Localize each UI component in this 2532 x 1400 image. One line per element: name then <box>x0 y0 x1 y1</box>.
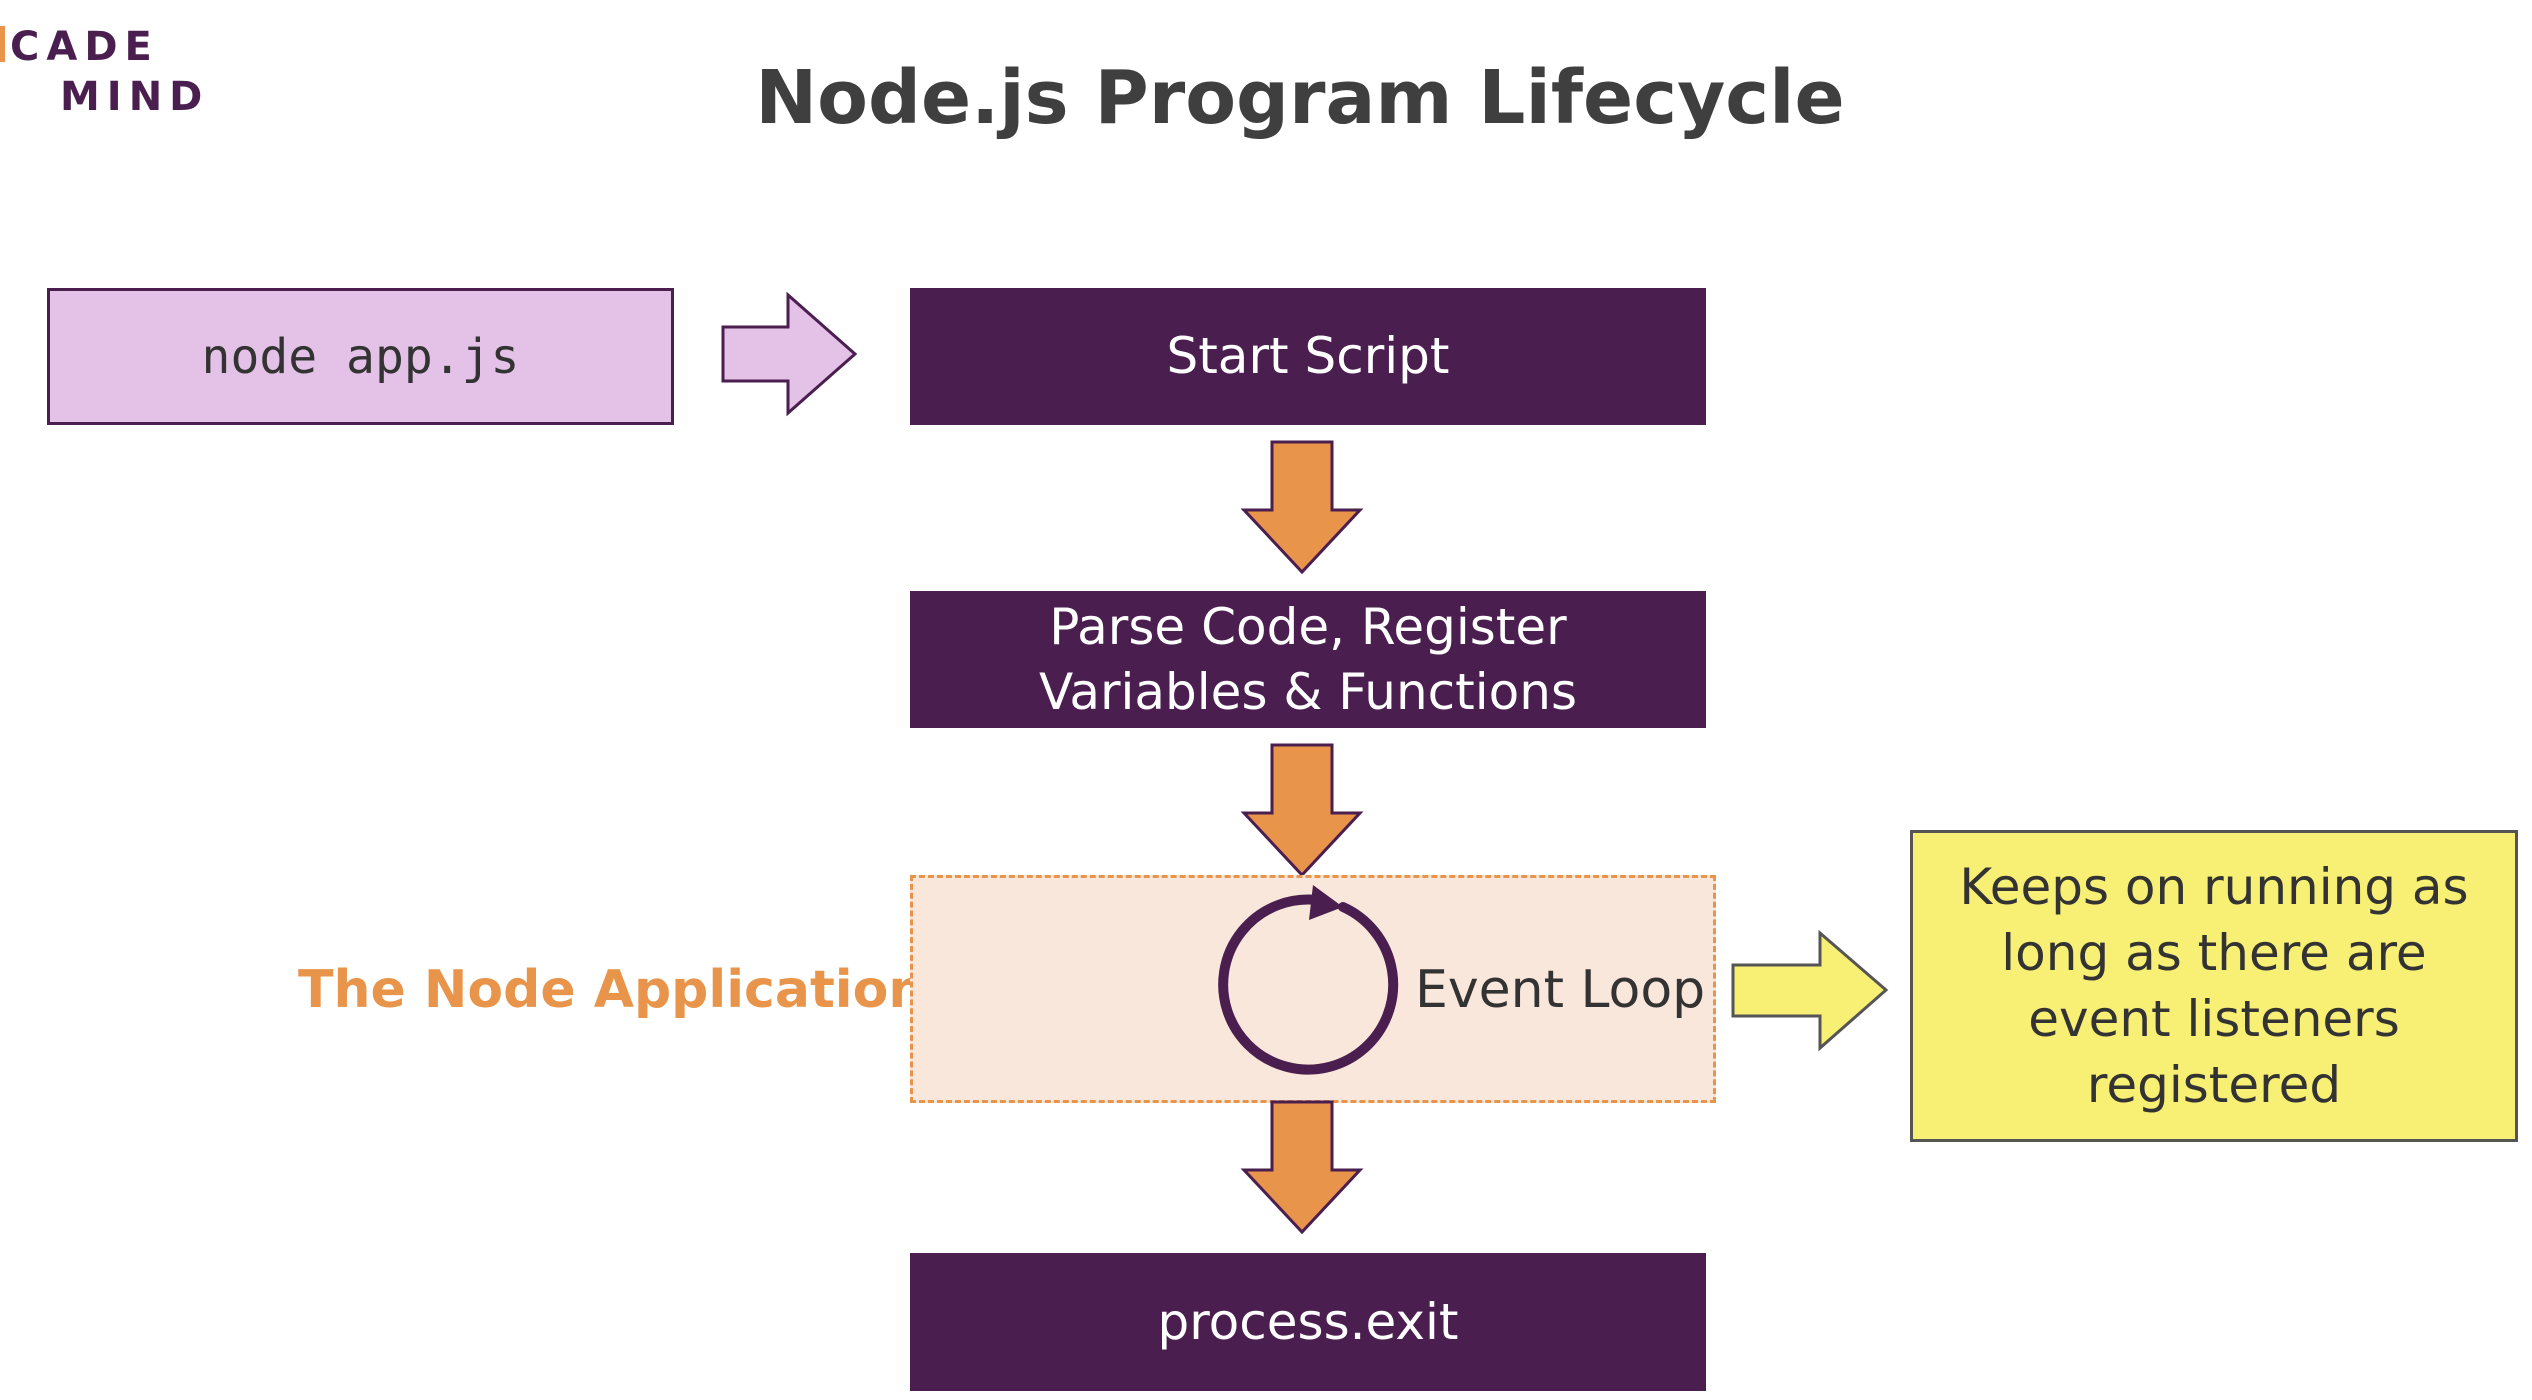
arrow-down-3 <box>1240 1100 1364 1235</box>
arrow-right-event-loop <box>1731 929 1889 1052</box>
step-start-label: Start Script <box>1166 327 1450 385</box>
note-box: Keeps on running as long as there are ev… <box>1910 830 2518 1142</box>
logo-accent <box>0 26 5 62</box>
logo-line-2: MIND <box>60 74 210 120</box>
arrow-right-command <box>721 291 858 417</box>
arrow-down-1 <box>1240 440 1364 575</box>
node-application-label: The Node Application <box>298 960 926 1020</box>
slide-title: Node.js Program Lifecycle <box>755 55 1845 141</box>
step-parse-code: Parse Code, Register Variables & Functio… <box>910 591 1706 728</box>
step-exit-label: process.exit <box>1157 1292 1459 1351</box>
logo: CADE MIND <box>0 22 209 122</box>
logo-line-1: CADE <box>10 24 159 70</box>
event-loop-label: Event Loop <box>1415 960 1706 1020</box>
command-box: node app.js <box>47 288 674 425</box>
arrow-down-2 <box>1240 743 1364 878</box>
command-text: node app.js <box>201 328 520 385</box>
step-parse-label: Parse Code, Register Variables & Functio… <box>1039 597 1577 721</box>
note-text: Keeps on running as long as there are ev… <box>1959 858 2469 1114</box>
step-process-exit: process.exit <box>910 1253 1706 1391</box>
step-start-script: Start Script <box>910 288 1706 425</box>
loop-icon <box>1218 885 1399 1075</box>
